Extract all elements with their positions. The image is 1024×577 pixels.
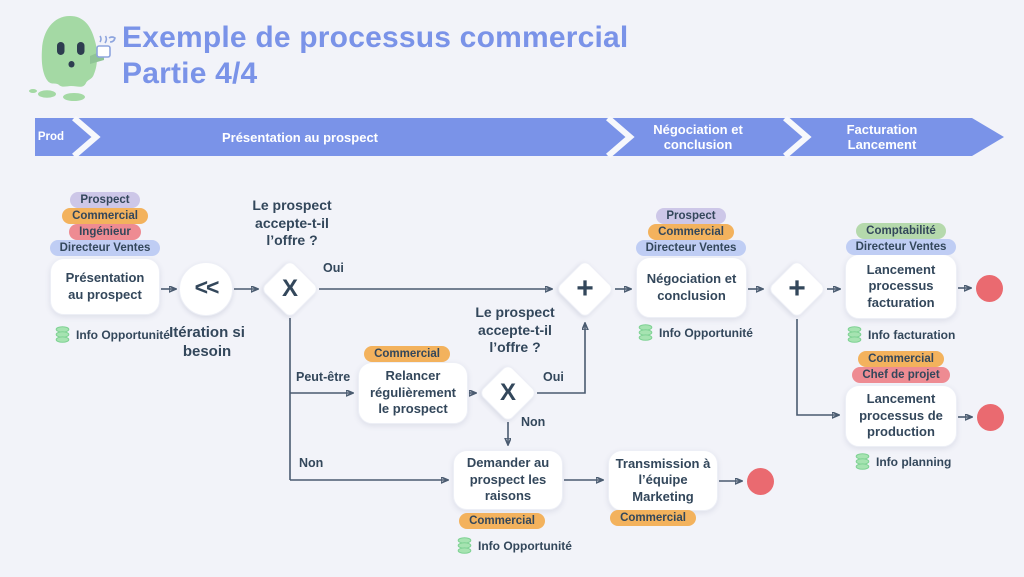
tag-group-negociation: Prospect Commercial Directeur Ventes (631, 208, 751, 256)
tag-commercial: Commercial (364, 346, 450, 362)
page-title: Exemple de processus commercial Partie 4… (122, 20, 628, 92)
end-event-production (977, 404, 1004, 431)
info-production: Info planning (855, 453, 951, 470)
process-box-presentation: Présentation au prospect (50, 258, 160, 315)
gateway-x1-glyph: X (281, 275, 298, 302)
branch-label-non-1: Non (299, 456, 324, 470)
tag-group-facturation: Comptabilité Directeur Ventes (841, 223, 961, 255)
process-box-facturation: Lancement processus facturation (845, 254, 957, 319)
chevron-separator-2 (606, 115, 635, 159)
process-box-negociation: Négociation et conclusion (636, 257, 747, 318)
question-offer-2: Le prospect accepte-t-il l’offre ? (475, 304, 555, 356)
branch-label-oui-2: Oui (543, 370, 564, 384)
tag-commercial: Commercial (459, 513, 545, 529)
gateway-x2-glyph: X (499, 379, 516, 406)
tag-commercial: Commercial (610, 510, 696, 526)
gateway-x1: X (260, 259, 320, 319)
database-icon (855, 453, 870, 470)
stage-label-presentation: Présentation au prospect (221, 129, 379, 145)
tag-directeur-ventes: Directeur Ventes (845, 239, 957, 255)
tag-prospect: Prospect (656, 208, 726, 224)
tag-commercial: Commercial (62, 208, 148, 224)
gateway-plus1-glyph: + (576, 272, 594, 305)
info-label: Info Opportunité (76, 327, 170, 342)
process-box-production: Lancement processus de production (845, 385, 957, 447)
info-presentation: Info Opportunité (55, 326, 170, 343)
gateway-plus2-glyph: + (788, 272, 806, 305)
database-icon (55, 326, 70, 343)
page-title-line1: Exemple de processus commercial (122, 21, 629, 54)
stage-label-facturation: Facturation Lancement (846, 122, 918, 152)
tag-prospect: Prospect (70, 192, 140, 208)
tag-group-relancer: Commercial (347, 346, 467, 362)
tag-commercial: Commercial (858, 351, 944, 367)
tag-comptabilite: Comptabilité (856, 223, 946, 239)
info-facturation: Info facturation (847, 326, 955, 343)
info-label: Info planning (876, 454, 952, 469)
chevron-separator-3 (783, 115, 812, 159)
tag-group-production: Commercial Chef de projet (841, 351, 961, 383)
info-label: Info facturation (868, 327, 956, 342)
tag-group-demander: Commercial (442, 513, 562, 529)
stage-label-negociation: Négociation et conclusion (653, 122, 743, 152)
process-box-transmission: Transmission à l’équipe Marketing (608, 450, 718, 511)
tag-ingenieur: Ingénieur (69, 224, 141, 240)
info-label: Info Opportunité (659, 325, 753, 340)
tag-directeur-ventes: Directeur Ventes (635, 240, 747, 256)
end-event-facturation (976, 275, 1003, 302)
database-icon (638, 324, 653, 341)
gateway-plus2: + (767, 259, 827, 319)
tag-chef-de-projet: Chef de projet (852, 367, 950, 383)
info-negociation: Info Opportunité (638, 324, 753, 341)
gateway-x2: X (478, 363, 538, 423)
connector-oui2-to-plus1 (537, 324, 585, 394)
mascot-icon (29, 16, 116, 101)
branch-label-non-2: Non (521, 415, 546, 429)
database-icon (847, 326, 862, 343)
branch-label-oui-1: Oui (323, 261, 344, 275)
page-title-line2: Partie 4/4 (122, 57, 258, 90)
gateway-plus1: + (555, 259, 615, 319)
tag-commercial: Commercial (648, 224, 734, 240)
chevron-separator-1 (72, 115, 101, 159)
lane-band-shape (35, 118, 1004, 156)
end-event-marketing (747, 468, 774, 495)
lane-label-prod: Prod (37, 130, 65, 143)
database-icon (457, 537, 472, 554)
tag-group-presentation: Prospect Commercial Ingénieur Directeur … (45, 192, 165, 256)
iteration-caption: Itération si besoin (169, 324, 245, 360)
tag-directeur-ventes: Directeur Ventes (49, 240, 161, 256)
process-box-demander: Demander au prospect les raisons (453, 450, 563, 510)
tag-group-transmission: Commercial (593, 510, 713, 526)
iteration-gateway: << (179, 262, 233, 316)
info-demander: Info Opportunité (457, 537, 572, 554)
info-label: Info Opportunité (478, 538, 572, 553)
connector-plus2-to-production (796, 319, 838, 415)
question-offer-1: Le prospect accepte-t-il l’offre ? (252, 197, 332, 249)
process-box-relancer: Relancer régulièrement le prospect (358, 362, 468, 424)
branch-label-peut-etre: Peut-être (296, 370, 351, 384)
